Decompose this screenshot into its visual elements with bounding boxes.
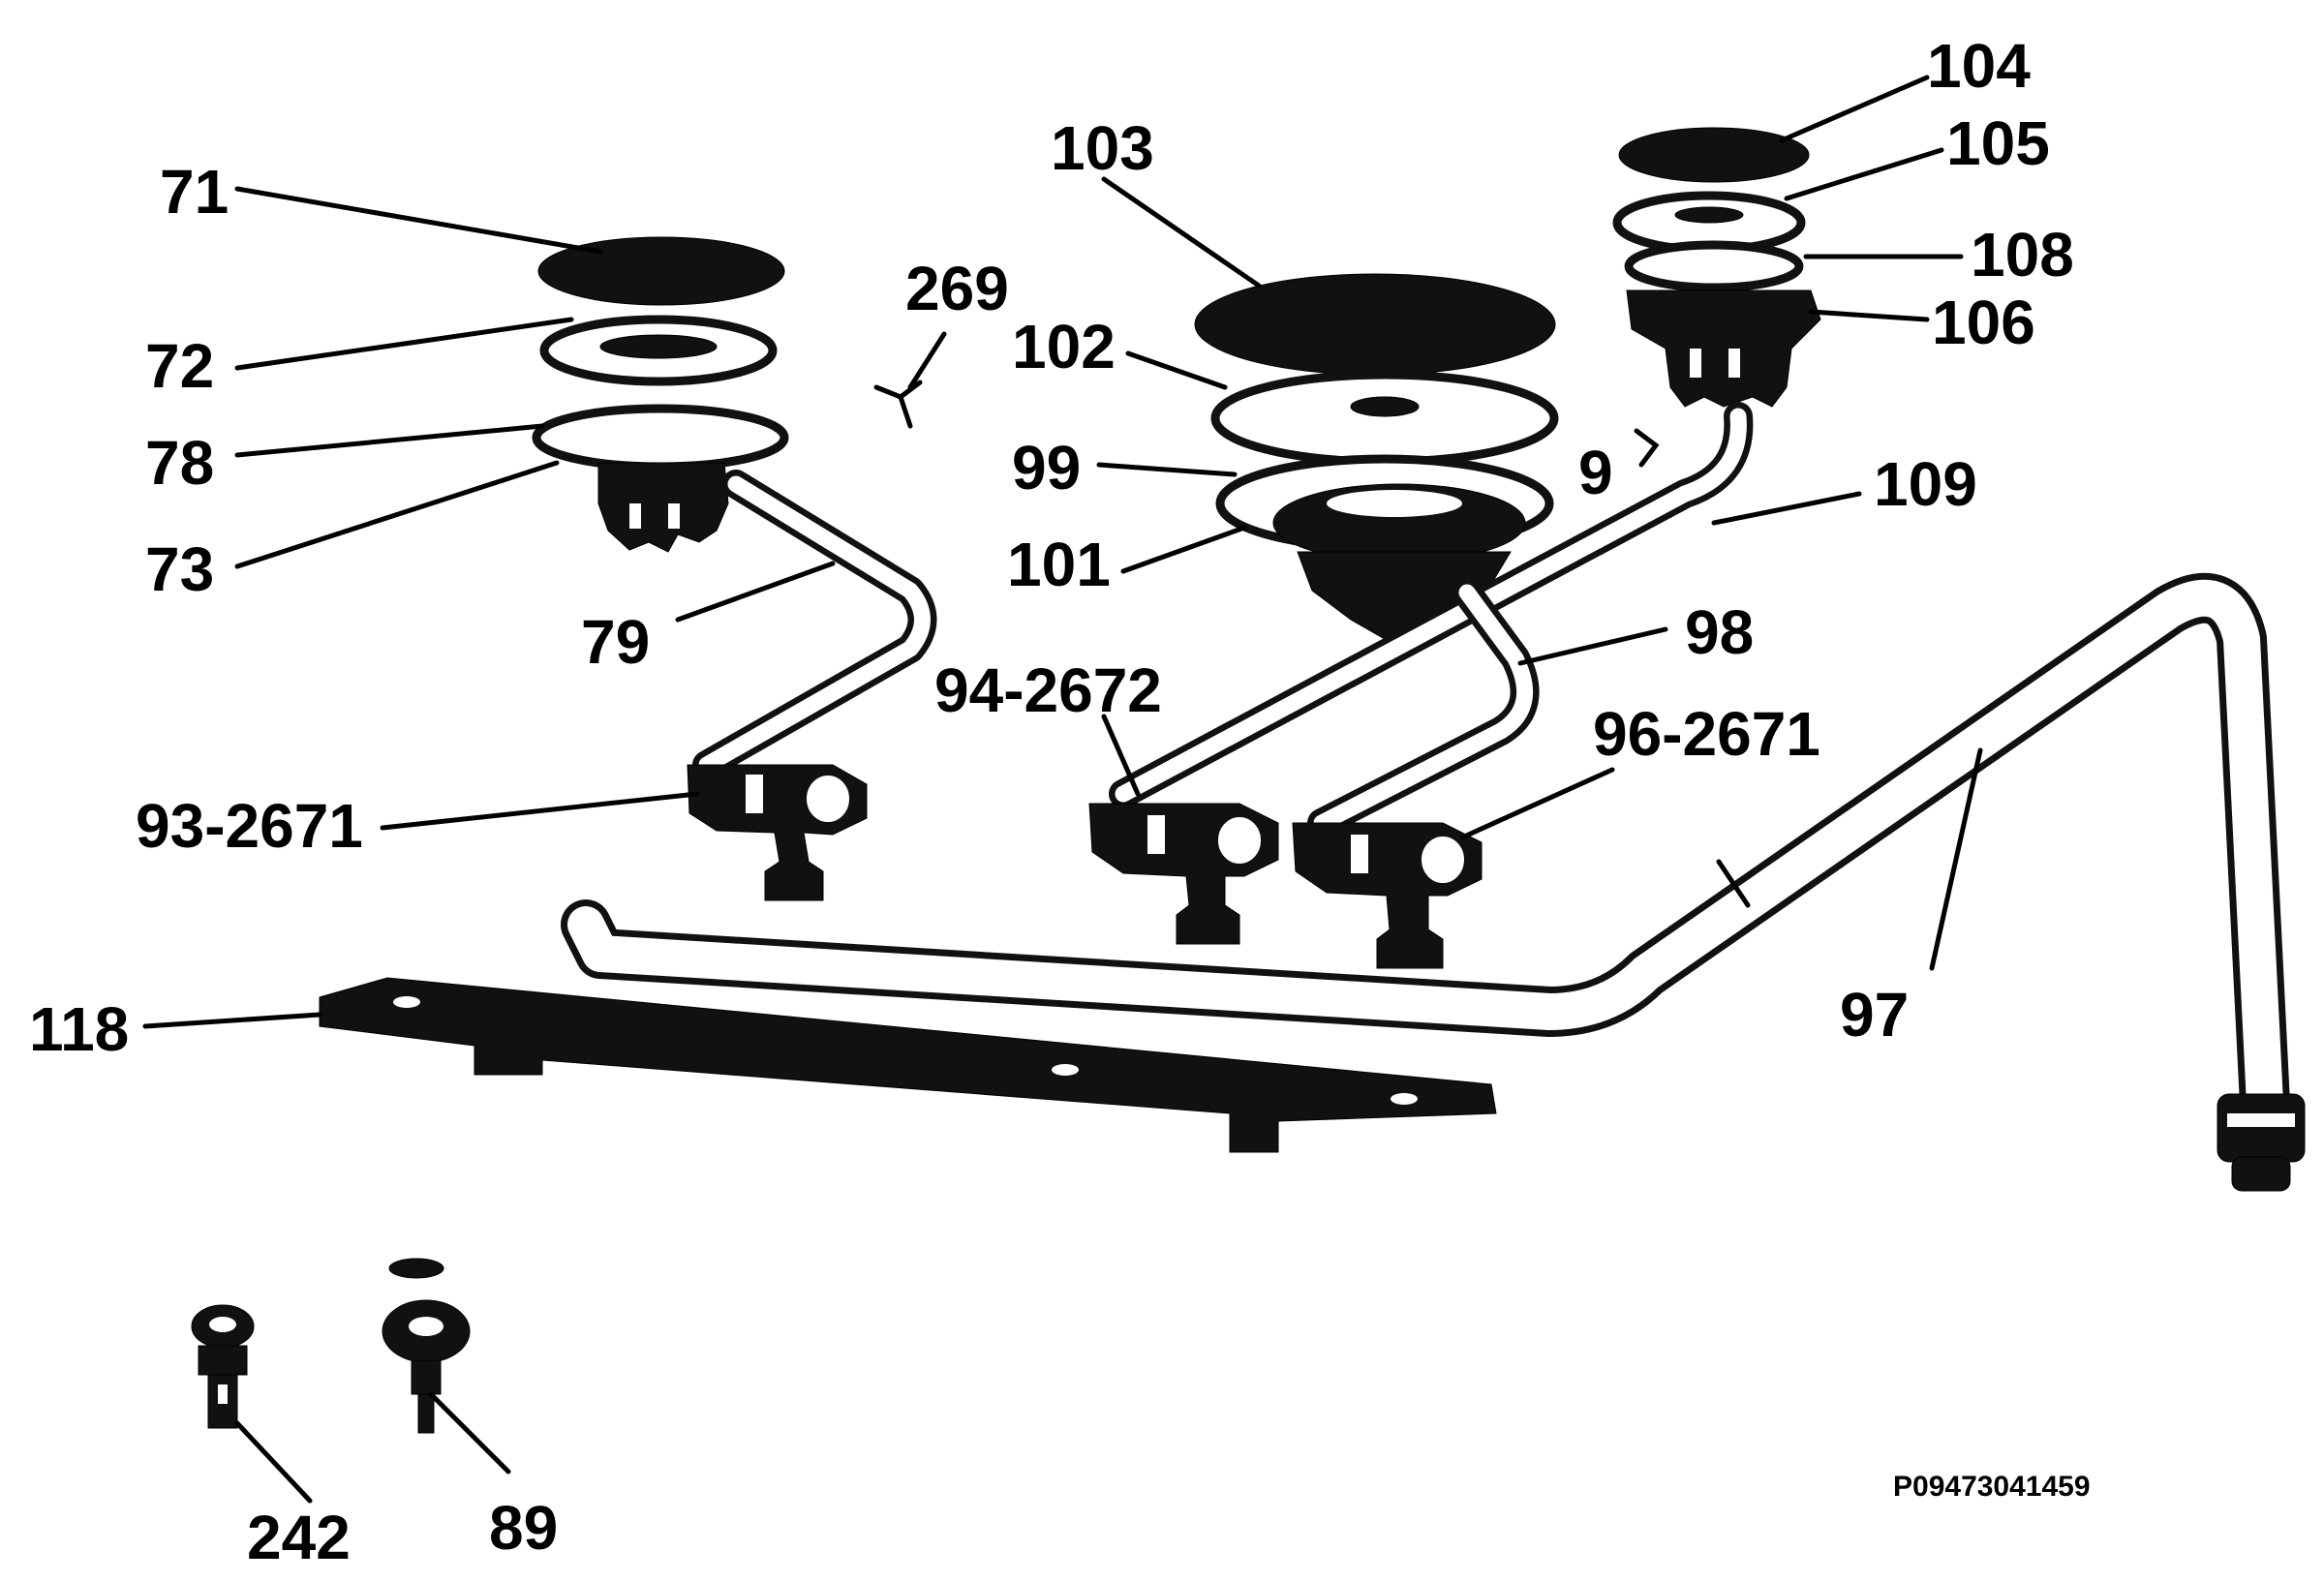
burner-body-101-window (1327, 490, 1462, 517)
leader-72 (234, 317, 574, 371)
leader-104 (1779, 75, 1930, 143)
burner-body-73-slot1 (629, 503, 641, 529)
left-burner-assembly (532, 236, 789, 553)
label-102: 102 (1012, 312, 1116, 381)
label-71: 71 (160, 157, 229, 227)
label-97: 97 (1840, 980, 1909, 1050)
leader-lines (142, 75, 1983, 1504)
label-118: 118 (29, 994, 129, 1064)
burner-body-106-slot1 (1690, 349, 1701, 378)
label-108: 108 (1971, 220, 2074, 289)
burner-body-106-slot2 (1728, 349, 1740, 378)
leader-89 (428, 1391, 511, 1475)
bracket-hole-3 (1391, 1093, 1418, 1105)
leader-242 (234, 1420, 313, 1504)
label-79: 79 (581, 607, 650, 677)
gas-pipe-79 (692, 470, 937, 779)
label-93-2671: 93-2671 (136, 791, 363, 861)
label-78: 78 (145, 428, 214, 498)
burner-body-106 (1626, 289, 1821, 408)
leader-98 (1517, 626, 1668, 666)
centre-burner-assembly (1194, 273, 1559, 645)
leader-106 (1808, 309, 1930, 322)
gas-pipe-109 (1109, 402, 1754, 808)
burner-cap-71 (537, 236, 785, 306)
label-94-2672: 94-2672 (934, 655, 1162, 725)
bracket-hole-2 (1052, 1064, 1079, 1076)
injector-89 (382, 1258, 471, 1434)
leader-101 (1120, 525, 1247, 574)
bracket-hole-1 (393, 996, 420, 1008)
leader-118 (142, 1012, 322, 1029)
burner-cap-103 (1194, 273, 1556, 376)
gas-valve-94-2672 (1088, 803, 1279, 945)
leader-94-2672 (1101, 714, 1141, 797)
label-89: 89 (489, 1493, 558, 1563)
burner-crown-102 (1210, 370, 1559, 467)
leader-109 (1711, 491, 1862, 526)
flame-ring-108 (1624, 240, 1804, 292)
label-103: 103 (1051, 113, 1154, 183)
leader-105 (1784, 147, 1944, 201)
drawing-reference: P09473041459 (1893, 1471, 2091, 1503)
pipe-97-end-fitting (2217, 1093, 2306, 1163)
leader-96-2671 (1459, 767, 1615, 840)
leader-78 (234, 423, 545, 458)
main-gas-pipe-97 (561, 572, 2306, 1192)
flame-spreader-78 (532, 404, 789, 472)
label-96-2671: 96-2671 (1593, 699, 1820, 769)
leader-79 (675, 561, 836, 623)
thermocouple-9 (1634, 428, 1660, 468)
leader-73 (234, 460, 560, 569)
burner-crown-72-inner (599, 334, 718, 359)
leader-103 (1101, 176, 1262, 289)
label-99: 99 (1012, 433, 1081, 502)
support-bracket-118 (319, 977, 1497, 1153)
burner-body-73 (597, 462, 729, 553)
label-73: 73 (145, 534, 214, 604)
leader-97 (1929, 747, 1983, 971)
label-242: 242 (247, 1503, 351, 1572)
gas-pipe-98 (1307, 578, 1540, 837)
label-101: 101 (1007, 530, 1111, 599)
burner-crown-102-hub (1350, 396, 1420, 417)
injector-242 (191, 1304, 255, 1429)
label-105: 105 (1946, 108, 2050, 178)
burner-cap-104 (1618, 127, 1810, 183)
pipe-97-end-nut (2231, 1156, 2291, 1192)
gas-valve-96-2671 (1292, 822, 1483, 969)
leader-102 (1125, 350, 1228, 390)
label-106: 106 (1932, 288, 2035, 357)
leader-99 (1096, 462, 1238, 477)
leader-269 (907, 331, 947, 390)
leader-93-2671 (380, 791, 700, 831)
burner-body-73-slot2 (668, 503, 680, 529)
label-72: 72 (145, 331, 214, 401)
spark-plug-269 (873, 380, 923, 429)
rear-right-burner-assembly (1612, 127, 1821, 408)
label-9: 9 (1578, 438, 1613, 507)
gas-valve-93-2671 (687, 764, 868, 901)
part-labels: 71 72 78 73 79 269 103 102 99 101 9 104 … (29, 31, 2074, 1572)
label-104: 104 (1927, 31, 2031, 101)
leader-71 (234, 186, 603, 255)
label-98: 98 (1685, 597, 1754, 667)
label-269: 269 (905, 254, 1009, 323)
label-109: 109 (1874, 449, 1977, 519)
pipe-97-end-thread (2227, 1113, 2295, 1127)
burner-crown-105-hub (1674, 206, 1744, 224)
